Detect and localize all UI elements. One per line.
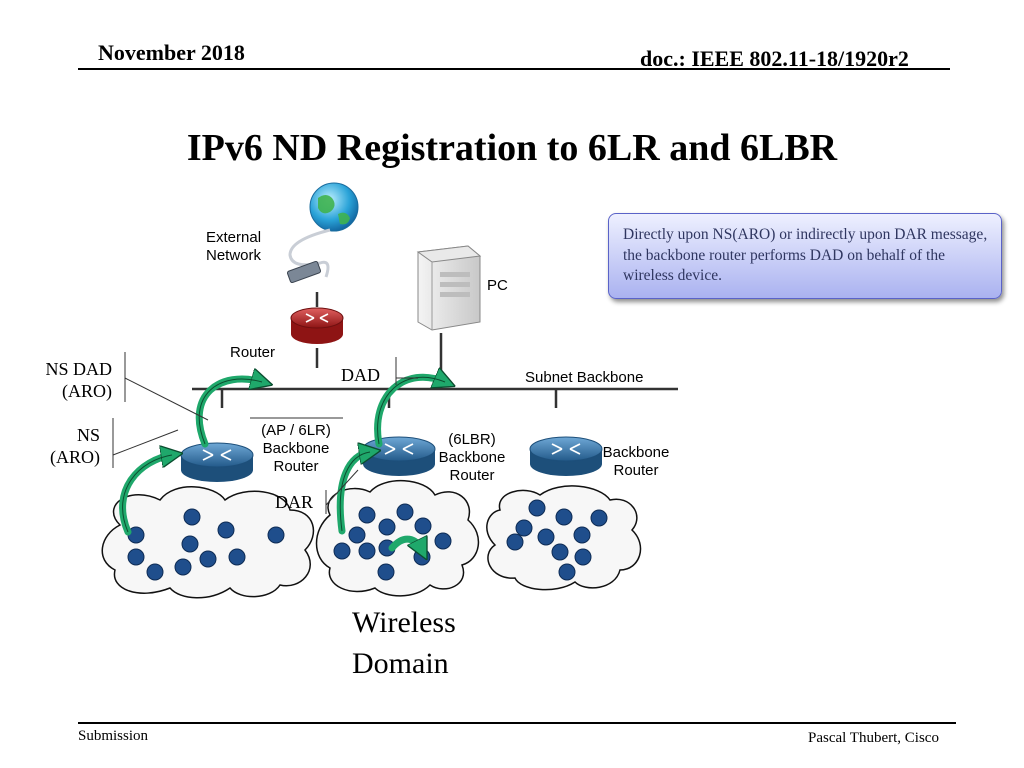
node-left-6 [127, 548, 145, 566]
ns-dad-aro-line1: NS DAD [45, 359, 112, 379]
ns-aro-line2: (ARO) [50, 447, 100, 467]
node-right-5 [537, 528, 555, 546]
subnet-backbone-label: Subnet Backbone [525, 369, 644, 386]
node-left-1 [183, 508, 201, 526]
node-right-1 [528, 499, 546, 517]
ap-6lr-label-line3: Router [273, 458, 319, 475]
wireless-domain-label: Wireless Domain [352, 602, 456, 684]
external-network-label-line1: External [206, 229, 262, 246]
node-left-10 [174, 558, 192, 576]
node-right-2 [555, 508, 573, 526]
node-right-7 [506, 533, 524, 551]
slide-title: IPv6 ND Registration to 6LR and 6LBR [186, 127, 838, 169]
node-mid-11 [377, 563, 395, 581]
6lbr-label-line2: Backbone [438, 449, 506, 466]
external-network-label-line2: Network [206, 247, 262, 264]
label-leaders [112, 352, 418, 514]
node-mid-8 [358, 542, 376, 560]
header-doc-id: doc.: IEEE 802.11-18/1920r2 [640, 46, 909, 71]
wireless-domain-line1: Wireless [352, 606, 456, 639]
node-left-2 [217, 521, 235, 539]
ns-aro-line1: NS [76, 425, 100, 445]
globe-icon [286, 182, 359, 284]
6lbr-router-icon [362, 436, 436, 476]
callout-note: Directly upon NS(ARO) or indirectly upon… [608, 213, 1002, 299]
backbone-router-label-line1: Backbone [602, 444, 670, 461]
ap-6lr-label: (AP / 6LR) Backbone Router [248, 422, 344, 476]
node-right-8 [551, 543, 569, 561]
node-right-9 [574, 548, 592, 566]
node-right-4 [515, 519, 533, 537]
node-mid-3 [378, 518, 396, 536]
node-mid-4 [414, 517, 432, 535]
node-right-3 [590, 509, 608, 527]
node-mid-1 [396, 503, 414, 521]
pc-icon [416, 245, 482, 331]
header-date: November 2018 [98, 40, 245, 65]
6lbr-label-line1: (6LBR) [448, 431, 496, 448]
backbone-router-icon [529, 436, 603, 476]
ap-6lr-label-line2: Backbone [262, 440, 330, 457]
node-left-5 [181, 535, 199, 553]
header-rule [78, 68, 950, 70]
external-network-label: External Network [206, 229, 296, 265]
ns-dad-aro-label: NS DAD (ARO) [24, 358, 112, 402]
dad-label: DAD [341, 365, 380, 385]
ap-6lr-label-line1: (AP / 6LR) [261, 422, 331, 439]
arrow-local [388, 539, 422, 550]
node-mid-5 [348, 526, 366, 544]
wireless-cloud-middle [315, 480, 480, 597]
backbone-router-label: Backbone Router [590, 444, 682, 480]
node-mid-7 [333, 542, 351, 560]
node-left-7 [199, 550, 217, 568]
node-mid-2 [358, 506, 376, 524]
node-right-6 [573, 526, 591, 544]
footer-rule [78, 722, 956, 724]
node-right-10 [558, 563, 576, 581]
ns-aro-label: NS (ARO) [24, 424, 100, 468]
router-label: Router [230, 344, 276, 361]
node-mid-6 [434, 532, 452, 550]
dar-label: DAR [275, 492, 314, 512]
ns-dad-aro-line2: (ARO) [62, 381, 112, 401]
ap-6lr-router-icon [180, 442, 254, 482]
node-left-4 [267, 526, 285, 544]
wireless-domain-line2: Domain [352, 647, 449, 680]
footer-author: Pascal Thubert, Cisco [808, 730, 939, 746]
node-left-9 [146, 563, 164, 581]
node-left-8 [228, 548, 246, 566]
backbone-router-label-line2: Router [613, 462, 659, 479]
external-router-icon [290, 307, 344, 344]
6lbr-label-line3: Router [449, 467, 495, 484]
pc-label: PC [487, 277, 508, 294]
6lbr-label: (6LBR) Backbone Router [426, 431, 518, 485]
footer-submission: Submission [78, 728, 149, 744]
arrow-outlines [122, 376, 446, 533]
